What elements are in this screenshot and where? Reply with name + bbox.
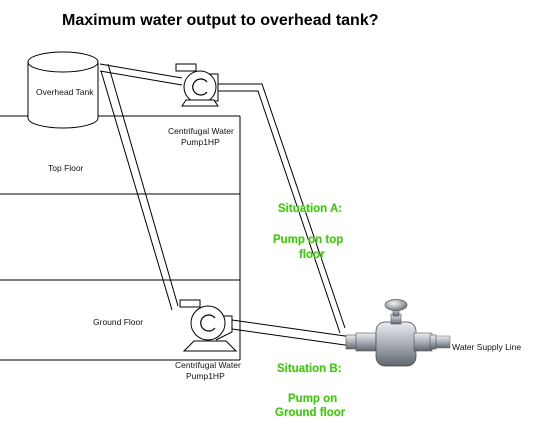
ground-pump-label-line1: Centrifugal Water xyxy=(175,360,241,370)
situation-a-line2: floor xyxy=(299,249,325,261)
ground-pump-icon xyxy=(179,299,238,352)
top-floor-label: Top Floor xyxy=(48,163,84,173)
situation-a-heading: Situation A: xyxy=(278,203,342,215)
top-pump-label-line2: Pump1HP xyxy=(181,137,220,147)
top-pump-label-line1: Centrifugal Water xyxy=(168,126,234,136)
pipes xyxy=(99,63,353,347)
ground-pump-label-line2: Pump1HP xyxy=(186,371,225,381)
overhead-tank xyxy=(27,51,99,129)
diagram-title: Maximum water output to overhead tank? xyxy=(62,12,378,29)
situation-a-line1: Pump on top xyxy=(273,234,343,246)
situation-b-heading: Situation B: xyxy=(277,363,342,375)
situation-b-line2: Ground floor xyxy=(275,407,346,419)
supply-valve-icon xyxy=(345,299,451,367)
tank-label: Overhead Tank xyxy=(36,87,94,97)
situation-b-line1: Pump on xyxy=(288,393,337,405)
building xyxy=(0,115,241,361)
top-pump-icon xyxy=(175,63,219,107)
ground-floor-label: Ground Floor xyxy=(93,317,143,327)
supply-line-label: Water Supply Line xyxy=(452,342,521,352)
